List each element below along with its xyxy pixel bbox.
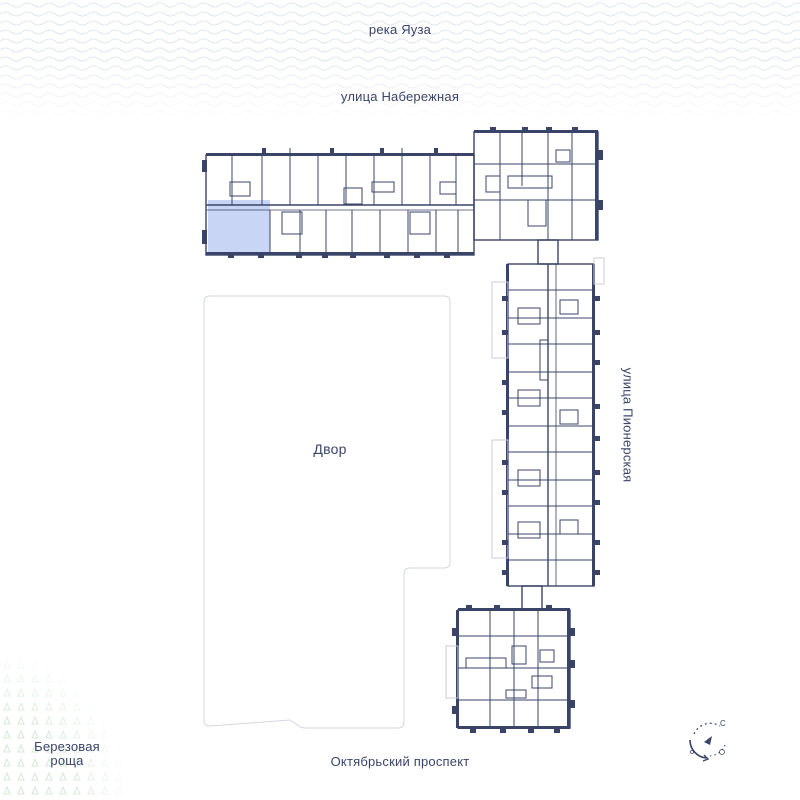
birch-grove-area bbox=[0, 650, 130, 800]
grove-label-line2: роща bbox=[50, 753, 84, 768]
yard-outline bbox=[203, 295, 451, 729]
grove-label: Березовая роща bbox=[27, 740, 107, 768]
yard-label: Двор bbox=[313, 441, 347, 457]
building-corner-block bbox=[473, 127, 603, 241]
river-label: река Яуза bbox=[368, 22, 432, 37]
grove-label-line1: Березовая bbox=[34, 739, 100, 754]
street-oktyabrsky-label: Октябрьский проспект bbox=[330, 754, 470, 769]
selected-apartment[interactable] bbox=[208, 200, 270, 255]
building-north-wing bbox=[202, 148, 475, 258]
building-connector-1 bbox=[537, 239, 559, 265]
building-south-block bbox=[445, 605, 575, 733]
street-naberezhnaya-label: улица Набережная bbox=[340, 89, 460, 104]
north-compass-icon: С bbox=[680, 712, 736, 768]
compass-north-letter: С bbox=[720, 719, 726, 728]
river-water-area bbox=[0, 0, 800, 122]
building-connector-2 bbox=[521, 585, 543, 611]
building-east-wing bbox=[491, 257, 605, 587]
street-pionerskaya-label: улица Пионерская bbox=[620, 367, 636, 483]
